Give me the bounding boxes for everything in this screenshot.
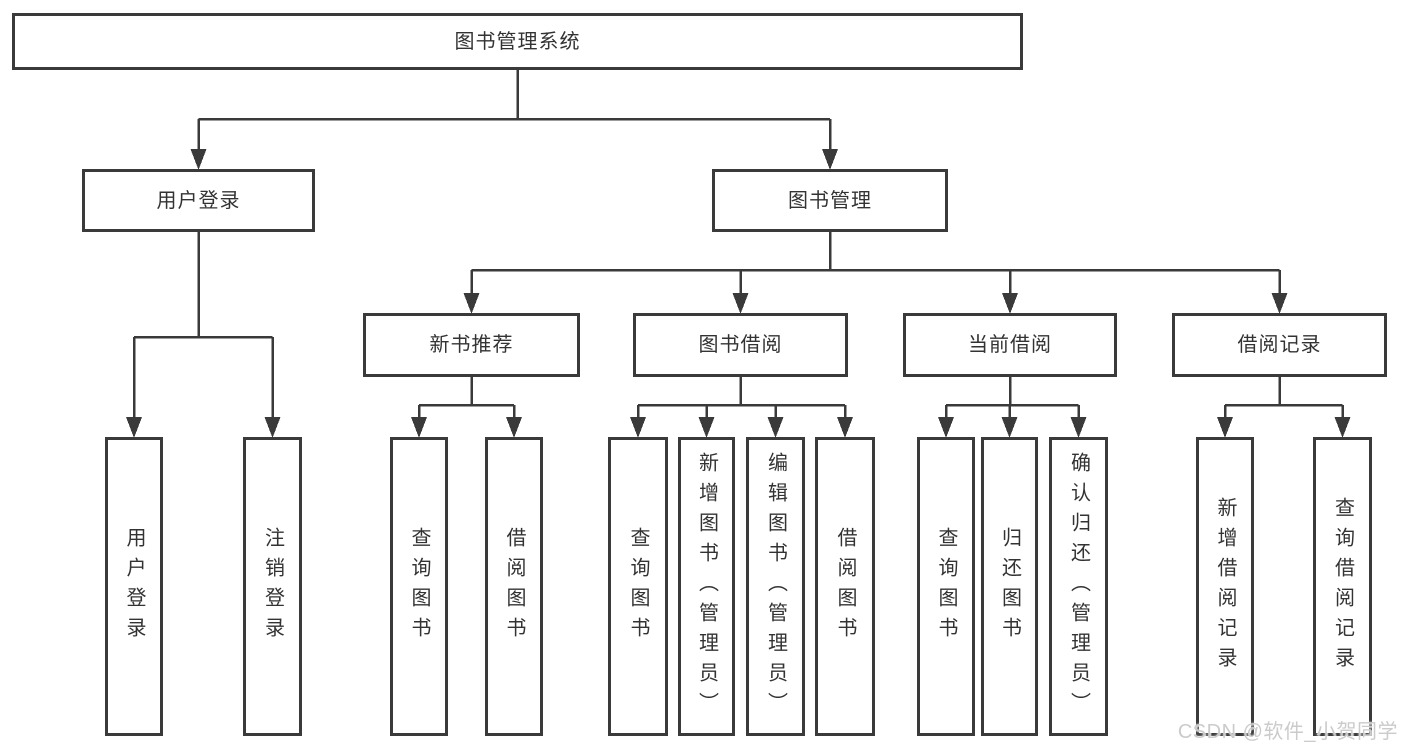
arrowhead-into-leaf-query-books-rec [411,417,427,438]
node-label-leaf-logout: 注销登录 [261,526,284,647]
arrowhead-into-leaf-edit-books-admin [767,417,784,438]
node-label-leaf-edit-books-admin: 编辑图书（管理员） [764,451,787,722]
node-label-leaf-add-borrow-record: 新增借阅记录 [1214,496,1236,677]
node-leaf-return-books: 归还图书 [981,437,1038,736]
node-book-borrowing: 图书借阅 [633,313,848,377]
watermark: CSDN @软件_小贺同学 [1177,721,1398,743]
arrowhead-into-leaf-query-borrow-record [1334,417,1351,438]
node-book-management: 图书管理 [712,169,948,232]
arrowhead-into-book-borrowing [732,293,749,314]
node-label-leaf-user-login: 用户登录 [123,526,145,647]
node-leaf-edit-books-admin: 编辑图书（管理员） [746,437,805,736]
arrowhead-into-borrowing-records [1271,293,1288,314]
arrowhead-into-leaf-confirm-return-admin [1070,417,1087,438]
node-borrowing-records: 借阅记录 [1172,313,1387,377]
node-leaf-logout: 注销登录 [243,437,302,736]
node-leaf-confirm-return-admin: 确认归还（管理员） [1049,437,1108,736]
node-label-book-borrowing: 图书借阅 [698,334,783,356]
arrowhead-into-new-book-recommend [463,293,480,314]
node-new-book-recommend: 新书推荐 [363,313,580,377]
arrowhead-into-leaf-borrow-books [837,417,853,438]
node-label-root: 图书管理系统 [454,30,581,53]
arrowhead-into-leaf-logout [264,417,281,438]
arrowhead-into-leaf-query-books-bor [630,417,646,438]
node-label-book-management: 图书管理 [788,189,872,212]
node-label-leaf-add-books-admin: 新增图书（管理员） [695,451,718,722]
arrowhead-into-leaf-user-login [126,417,142,438]
node-leaf-query-books-bor: 查询图书 [608,437,668,736]
node-label-borrowing-records: 借阅记录 [1237,334,1322,356]
node-label-new-book-recommend: 新书推荐 [429,334,514,356]
node-leaf-query-books-cur: 查询图书 [917,437,975,736]
node-leaf-borrow-books: 借阅图书 [815,437,875,736]
node-label-leaf-query-books-rec: 查询图书 [408,526,430,647]
node-leaf-add-borrow-record: 新增借阅记录 [1196,437,1254,736]
node-user-login: 用户登录 [82,169,315,232]
node-label-leaf-query-borrow-record: 查询借阅记录 [1331,496,1354,677]
node-label-leaf-query-books-bor: 查询图书 [627,526,649,647]
node-leaf-user-login: 用户登录 [105,437,163,736]
arrowhead-into-leaf-add-books-admin [698,417,715,438]
arrowhead-into-leaf-query-books-cur [938,417,954,438]
node-label-current-borrowing: 当前借阅 [968,334,1052,356]
node-root: 图书管理系统 [12,13,1023,70]
arrowhead-into-current-borrowing [1002,293,1018,314]
node-label-user-login: 用户登录 [156,189,241,212]
node-label-leaf-return-books: 归还图书 [998,526,1021,647]
node-leaf-query-borrow-record: 查询借阅记录 [1313,437,1372,736]
arrowhead-into-user-login [190,149,207,170]
node-leaf-query-books-rec: 查询图书 [390,437,448,736]
arrowhead-into-leaf-borrow-books-rec [506,417,522,438]
arrowhead-into-leaf-return-books [1001,417,1018,438]
node-leaf-borrow-books-rec: 借阅图书 [485,437,543,736]
arrowhead-into-book-management [822,149,838,170]
node-label-leaf-borrow-books-rec: 借阅图书 [503,526,525,647]
node-leaf-add-books-admin: 新增图书（管理员） [678,437,735,736]
node-label-leaf-confirm-return-admin: 确认归还（管理员） [1067,451,1090,722]
node-label-leaf-query-books-cur: 查询图书 [935,526,957,647]
node-current-borrowing: 当前借阅 [903,313,1117,377]
node-label-leaf-borrow-books: 借阅图书 [834,526,856,647]
arrowhead-into-leaf-add-borrow-record [1217,417,1233,438]
